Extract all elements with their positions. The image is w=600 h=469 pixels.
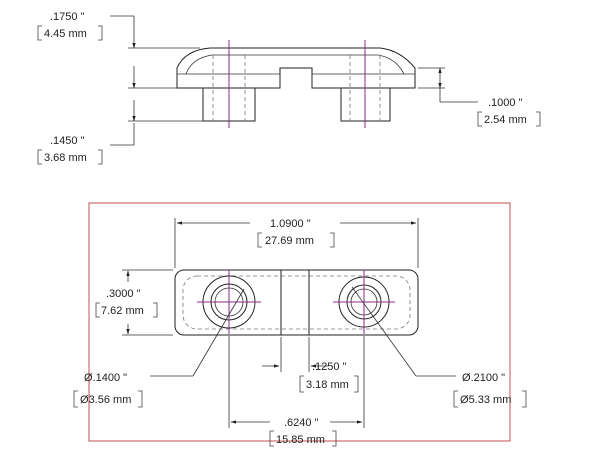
bracket-width-r [153,302,158,318]
bracket-boss-height-r [98,149,103,165]
dim-overall-length-in: 1.0900 " [270,218,311,230]
view-frame [88,202,511,442]
bracket-overall-l [257,232,262,248]
bracket-step-l [477,111,482,127]
side-view-body-outline [176,47,416,89]
dim-boss-dia-mm: Ø5.33 mm [460,394,511,406]
dim-slot-mm: 3.18 mm [306,379,349,391]
bracket-spacing-r [332,430,337,447]
bracket-spacing-l [269,430,274,447]
bracket-overall-r [330,232,335,248]
bracket-top-height-r [98,25,103,41]
dim-slot-in: .1250 " [312,361,347,373]
bracket-step-r [536,111,541,127]
bracket-width-l [95,302,100,318]
bracket-hole-dia-l [73,390,78,408]
dim-boss-dia-in: Ø.2100 " [462,372,505,384]
bracket-slot-l [299,375,304,393]
dim-hole-dia-mm: Ø3.56 mm [80,394,131,406]
top-view-inner-outline [182,275,411,330]
bracket-boss-height-l [37,149,42,165]
leader-hole-dia [192,288,245,377]
dim-boss-height-mm: 3.68 mm [44,152,87,164]
bracket-boss-dia-l [453,390,458,408]
bracket-boss-dia-r [522,390,527,408]
top-view-body-outline [174,269,419,336]
dim-spacing-in: .6240 " [284,417,319,429]
bracket-top-height-l [37,25,42,41]
bracket-hole-dia-r [138,390,143,408]
leader-boss-dia [351,286,417,377]
bracket-slot-r [354,375,359,393]
dim-boss-height-in: .1450 " [50,135,85,147]
dim-width-mm: 7.62 mm [101,305,144,317]
dim-hole-dia-in: Ø.1400 " [84,372,127,384]
dim-step-in: .1000 " [488,97,523,109]
side-view [110,15,478,146]
dim-spacing-mm: 15.85 mm [276,434,325,446]
dim-overall-length-mm: 27.69 mm [265,235,314,247]
dim-top-height-mm: 4.45 mm [44,28,87,40]
dim-top-height-in: .1750 " [50,11,85,23]
side-view-inner-edge [185,54,405,75]
dim-width-in: .3000 " [106,288,141,300]
dim-step-mm: 2.54 mm [484,114,527,126]
top-view [122,218,456,428]
